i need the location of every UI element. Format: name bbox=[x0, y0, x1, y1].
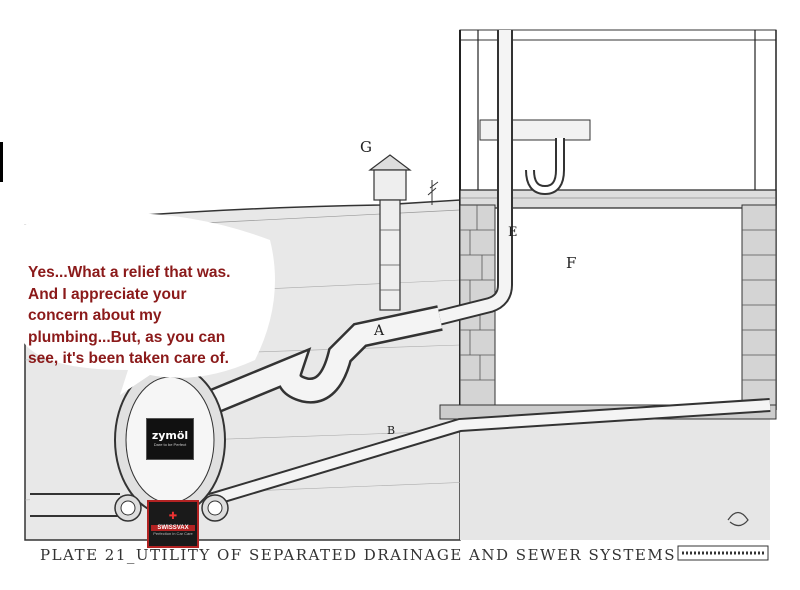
label-a: A bbox=[373, 323, 385, 339]
speech-line-1: Yes...What a relief that was. bbox=[28, 264, 231, 281]
zymol-logo: zymöl Dare to be Perfect bbox=[146, 418, 194, 460]
speech-line-2: And I appreciate your bbox=[28, 285, 187, 303]
plate-caption: PLATE 21_UTILITY OF SEPARATED DRAINAGE A… bbox=[40, 546, 676, 564]
speech-line-5: see, it's been taken care of. bbox=[28, 350, 229, 367]
house-structure bbox=[439, 29, 777, 420]
zymol-tagline: Dare to be Perfect bbox=[153, 442, 187, 447]
label-b: B bbox=[387, 424, 395, 437]
plant-sprig bbox=[427, 180, 439, 205]
drain-tile-b bbox=[207, 398, 771, 507]
swissvax-brand: SWISSVAX bbox=[151, 525, 195, 531]
sink-trap bbox=[479, 119, 591, 196]
label-g: G bbox=[360, 138, 372, 156]
swissvax-logo: ✚ SWISSVAX Perfection in Car Care bbox=[147, 500, 199, 548]
swiss-cross-icon: ✚ bbox=[168, 511, 178, 522]
speech-line-4: plumbing...But, as you can bbox=[28, 328, 226, 346]
swissvax-tagline: Perfection in Car Care bbox=[153, 531, 193, 536]
speech-bubble-text: Yes...What a relief that was. And I appr… bbox=[28, 262, 278, 370]
label-e: E bbox=[508, 225, 518, 240]
speech-line-3: concern about my bbox=[28, 307, 162, 324]
left-edge-bar bbox=[0, 142, 3, 182]
speech-bubble bbox=[22, 213, 275, 395]
vent-pipe-g bbox=[368, 154, 412, 311]
label-f: F bbox=[566, 254, 576, 272]
artist-monogram bbox=[727, 511, 749, 527]
soil-pipe-e bbox=[428, 30, 513, 328]
caption-hatch-box bbox=[677, 545, 769, 561]
house-drain-a bbox=[200, 305, 443, 418]
zymol-brand: zymöl bbox=[151, 429, 189, 442]
